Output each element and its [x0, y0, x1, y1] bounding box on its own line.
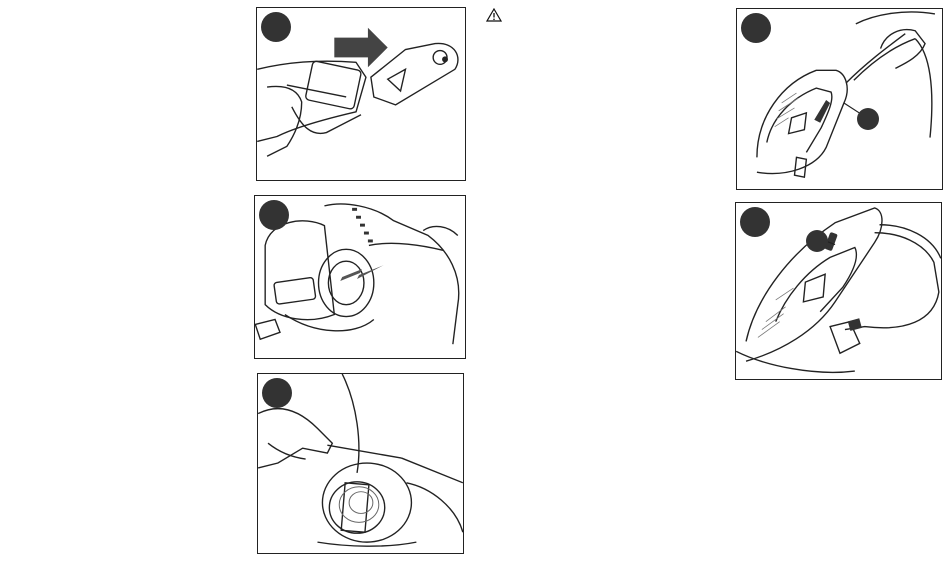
figure-guard-attach	[256, 7, 466, 181]
warning-triangle-icon	[486, 8, 502, 22]
callout-marker	[857, 108, 879, 130]
figure-number-badge	[740, 207, 770, 237]
figure-number-badge	[262, 378, 292, 408]
figure-spool-cover	[254, 195, 466, 359]
figure-thread-line	[257, 373, 464, 554]
figure-cord-retainer	[736, 8, 943, 190]
figure-extension-cord	[735, 202, 942, 380]
figure-number-badge	[259, 200, 289, 230]
callout-marker	[806, 230, 828, 252]
figure-number-badge	[741, 13, 771, 43]
figure-number-badge	[261, 12, 291, 42]
vent-slots	[352, 208, 373, 243]
